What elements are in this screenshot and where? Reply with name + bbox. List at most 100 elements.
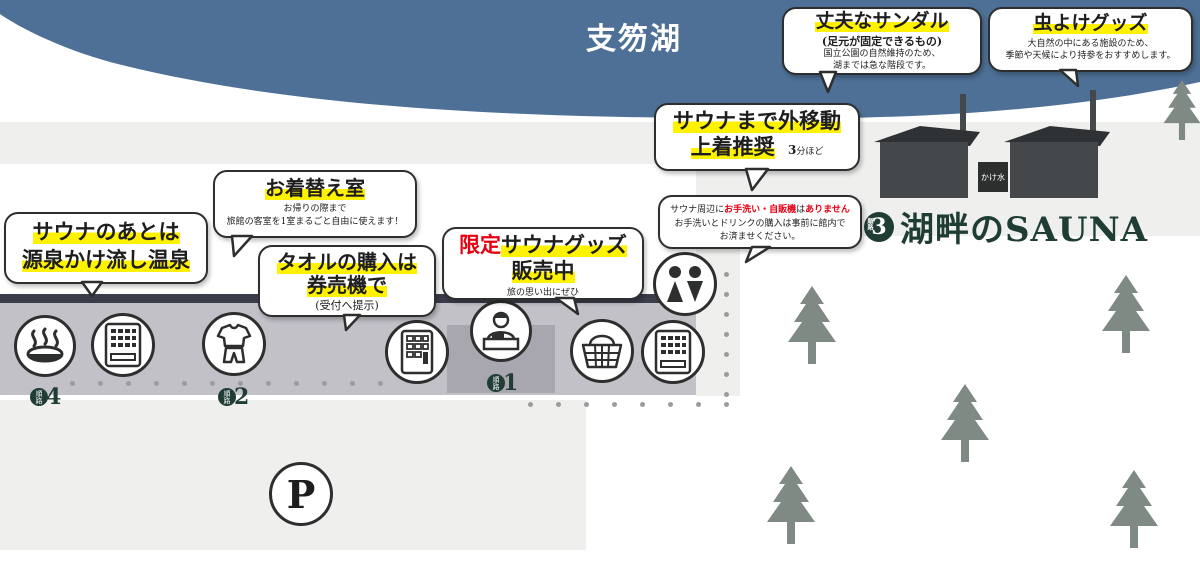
route-dot bbox=[584, 402, 589, 407]
insect-note2: 季節や天候により持参をおすすめします。 bbox=[1005, 50, 1176, 61]
route-dot bbox=[70, 381, 75, 386]
tree-icon bbox=[941, 384, 989, 462]
route-dot bbox=[556, 402, 561, 407]
route-dot bbox=[98, 381, 103, 386]
route-dot bbox=[378, 381, 383, 386]
move-duration-unit: 分ほど bbox=[796, 147, 824, 158]
clothes-icon bbox=[202, 312, 266, 376]
sauna-huts bbox=[874, 90, 1110, 198]
order-3-prefix: 順路 bbox=[866, 217, 873, 230]
grass-strip bbox=[0, 122, 1200, 164]
route-dot bbox=[724, 332, 729, 337]
route-dot bbox=[724, 372, 729, 377]
shopping-basket-icon bbox=[570, 319, 634, 383]
notice-red2: ありません bbox=[805, 205, 850, 215]
route-dot bbox=[350, 381, 355, 386]
order-2-prefix: 順路 bbox=[218, 388, 236, 406]
sauna-name-rest: のSAUNA bbox=[970, 210, 1149, 250]
lake-name: 支笏湖 bbox=[586, 22, 682, 57]
vending-machine-icon-2 bbox=[641, 320, 705, 384]
route-dot bbox=[696, 402, 701, 407]
vending-machine-icon bbox=[91, 313, 155, 377]
tree-icon bbox=[788, 286, 836, 364]
restroom-icon bbox=[653, 252, 717, 316]
order-3-badge: 順路 3 bbox=[864, 211, 894, 242]
route-dot bbox=[724, 352, 729, 357]
hot-spring-icon bbox=[14, 315, 76, 377]
sandals-note1: 国立公園の自然維持のため、 bbox=[823, 48, 941, 59]
changing-note2: 旅館の客室を1室まるごと自由に使えます！ bbox=[226, 216, 404, 227]
notice-line3: お済ませください。 bbox=[719, 232, 801, 242]
parking-sign: P bbox=[269, 462, 333, 526]
kakemizu-label: かけ水 bbox=[978, 162, 1008, 192]
changing-room-bubble: お着替え室 お帰りの際まで 旅館の客室を1室まるごと自由に使えます！ bbox=[213, 170, 417, 238]
order-2-badge: 順路 2 bbox=[218, 384, 249, 410]
route-dot bbox=[154, 381, 159, 386]
order-1-number: 1 bbox=[503, 370, 519, 396]
route-dot bbox=[238, 381, 243, 386]
move-duration-num: 3 bbox=[787, 143, 797, 158]
move-line1: サウナまで外移動 bbox=[673, 108, 841, 133]
onsen-line1: サウナのあとは bbox=[32, 219, 180, 244]
order-3-number: 3 bbox=[871, 213, 887, 240]
sandals-title: 丈夫なサンダル bbox=[815, 10, 949, 32]
goods-bubble: 限定サウナグッズ 販売中 旅の思い出にぜひ bbox=[442, 227, 644, 300]
route-dot bbox=[724, 402, 729, 407]
insect-note1: 大自然の中にある施設のため、 bbox=[1027, 38, 1154, 49]
order-4-prefix: 順路 bbox=[30, 388, 48, 406]
insect-title: 虫よけグッズ bbox=[1033, 12, 1148, 34]
route-dot bbox=[210, 381, 215, 386]
tree-icon bbox=[767, 466, 815, 544]
sandals-sub: (足元が固定できるもの) bbox=[821, 34, 943, 48]
goods-red: 限定 bbox=[459, 232, 501, 257]
notice-bubble: サウナ周辺にお手洗い・自販機はありません お手洗いとドリンクの購入は事前に館内で… bbox=[658, 195, 862, 249]
route-dot bbox=[724, 272, 729, 277]
tree-icon bbox=[1163, 80, 1200, 140]
route-dot bbox=[640, 402, 645, 407]
route-dot bbox=[266, 381, 271, 386]
route-dot bbox=[724, 292, 729, 297]
move-line2: 上着推奨 bbox=[690, 134, 775, 160]
move-outdoor-bubble: サウナまで外移動 上着推奨 3分ほど bbox=[654, 103, 860, 171]
tree-icon bbox=[1102, 275, 1150, 353]
route-dot bbox=[724, 312, 729, 317]
sandals-bubble: 丈夫なサンダル (足元が固定できるもの) 国立公園の自然維持のため、 湖までは急… bbox=[782, 7, 982, 75]
route-dot bbox=[182, 381, 187, 386]
tree-icon bbox=[1110, 470, 1158, 548]
goods-line1: サウナグッズ bbox=[501, 232, 627, 257]
route-dot bbox=[724, 392, 729, 397]
insect-bubble: 虫よけグッズ 大自然の中にある施設のため、 季節や天候により持参をおすすめします… bbox=[988, 7, 1193, 72]
towel-bubble: タオルの購入は 券売機で (受付へ提示) bbox=[258, 245, 436, 317]
towel-line1: タオルの購入は bbox=[277, 250, 417, 274]
order-2-number: 2 bbox=[234, 384, 250, 410]
notice-line2: お手洗いとドリンクの購入は事前に館内で bbox=[674, 218, 846, 229]
route-dot bbox=[294, 381, 299, 386]
onsen-bubble: サウナのあとは 源泉かけ流し温泉 bbox=[4, 212, 208, 284]
route-dot bbox=[322, 381, 327, 386]
towel-sub: (受付へ提示) bbox=[315, 299, 379, 312]
reception-staff-icon bbox=[470, 300, 532, 362]
changing-note1: お帰りの際まで bbox=[283, 204, 347, 214]
ticket-machine-icon bbox=[385, 320, 449, 384]
notice-mid: は bbox=[796, 205, 806, 215]
sandals-note2: 湖までは急な階段です。 bbox=[832, 60, 932, 71]
notice-red1: お手洗い・自販機 bbox=[724, 205, 797, 215]
route-dot bbox=[126, 381, 131, 386]
sauna-label: 順路 3 湖畔のSAUNA bbox=[864, 202, 1148, 251]
goods-line2: 販売中 bbox=[511, 258, 575, 284]
onsen-line2: 源泉かけ流し温泉 bbox=[22, 247, 190, 273]
goods-sub: 旅の思い出にぜひ bbox=[506, 288, 579, 299]
notice-pre: サウナ周辺に bbox=[670, 205, 725, 215]
order-1-prefix: 順路 bbox=[487, 374, 505, 392]
order-1-badge: 順路 1 bbox=[487, 370, 518, 396]
route-dot bbox=[528, 402, 533, 407]
order-4-badge: 順路 4 bbox=[30, 384, 61, 410]
route-dot bbox=[612, 402, 617, 407]
route-dot bbox=[668, 402, 673, 407]
order-4-number: 4 bbox=[46, 384, 62, 410]
sauna-name: 湖畔のSAUNA bbox=[900, 202, 1148, 251]
sauna-name-kanji: 湖畔 bbox=[900, 210, 970, 250]
towel-line2: 券売機で bbox=[307, 273, 387, 297]
